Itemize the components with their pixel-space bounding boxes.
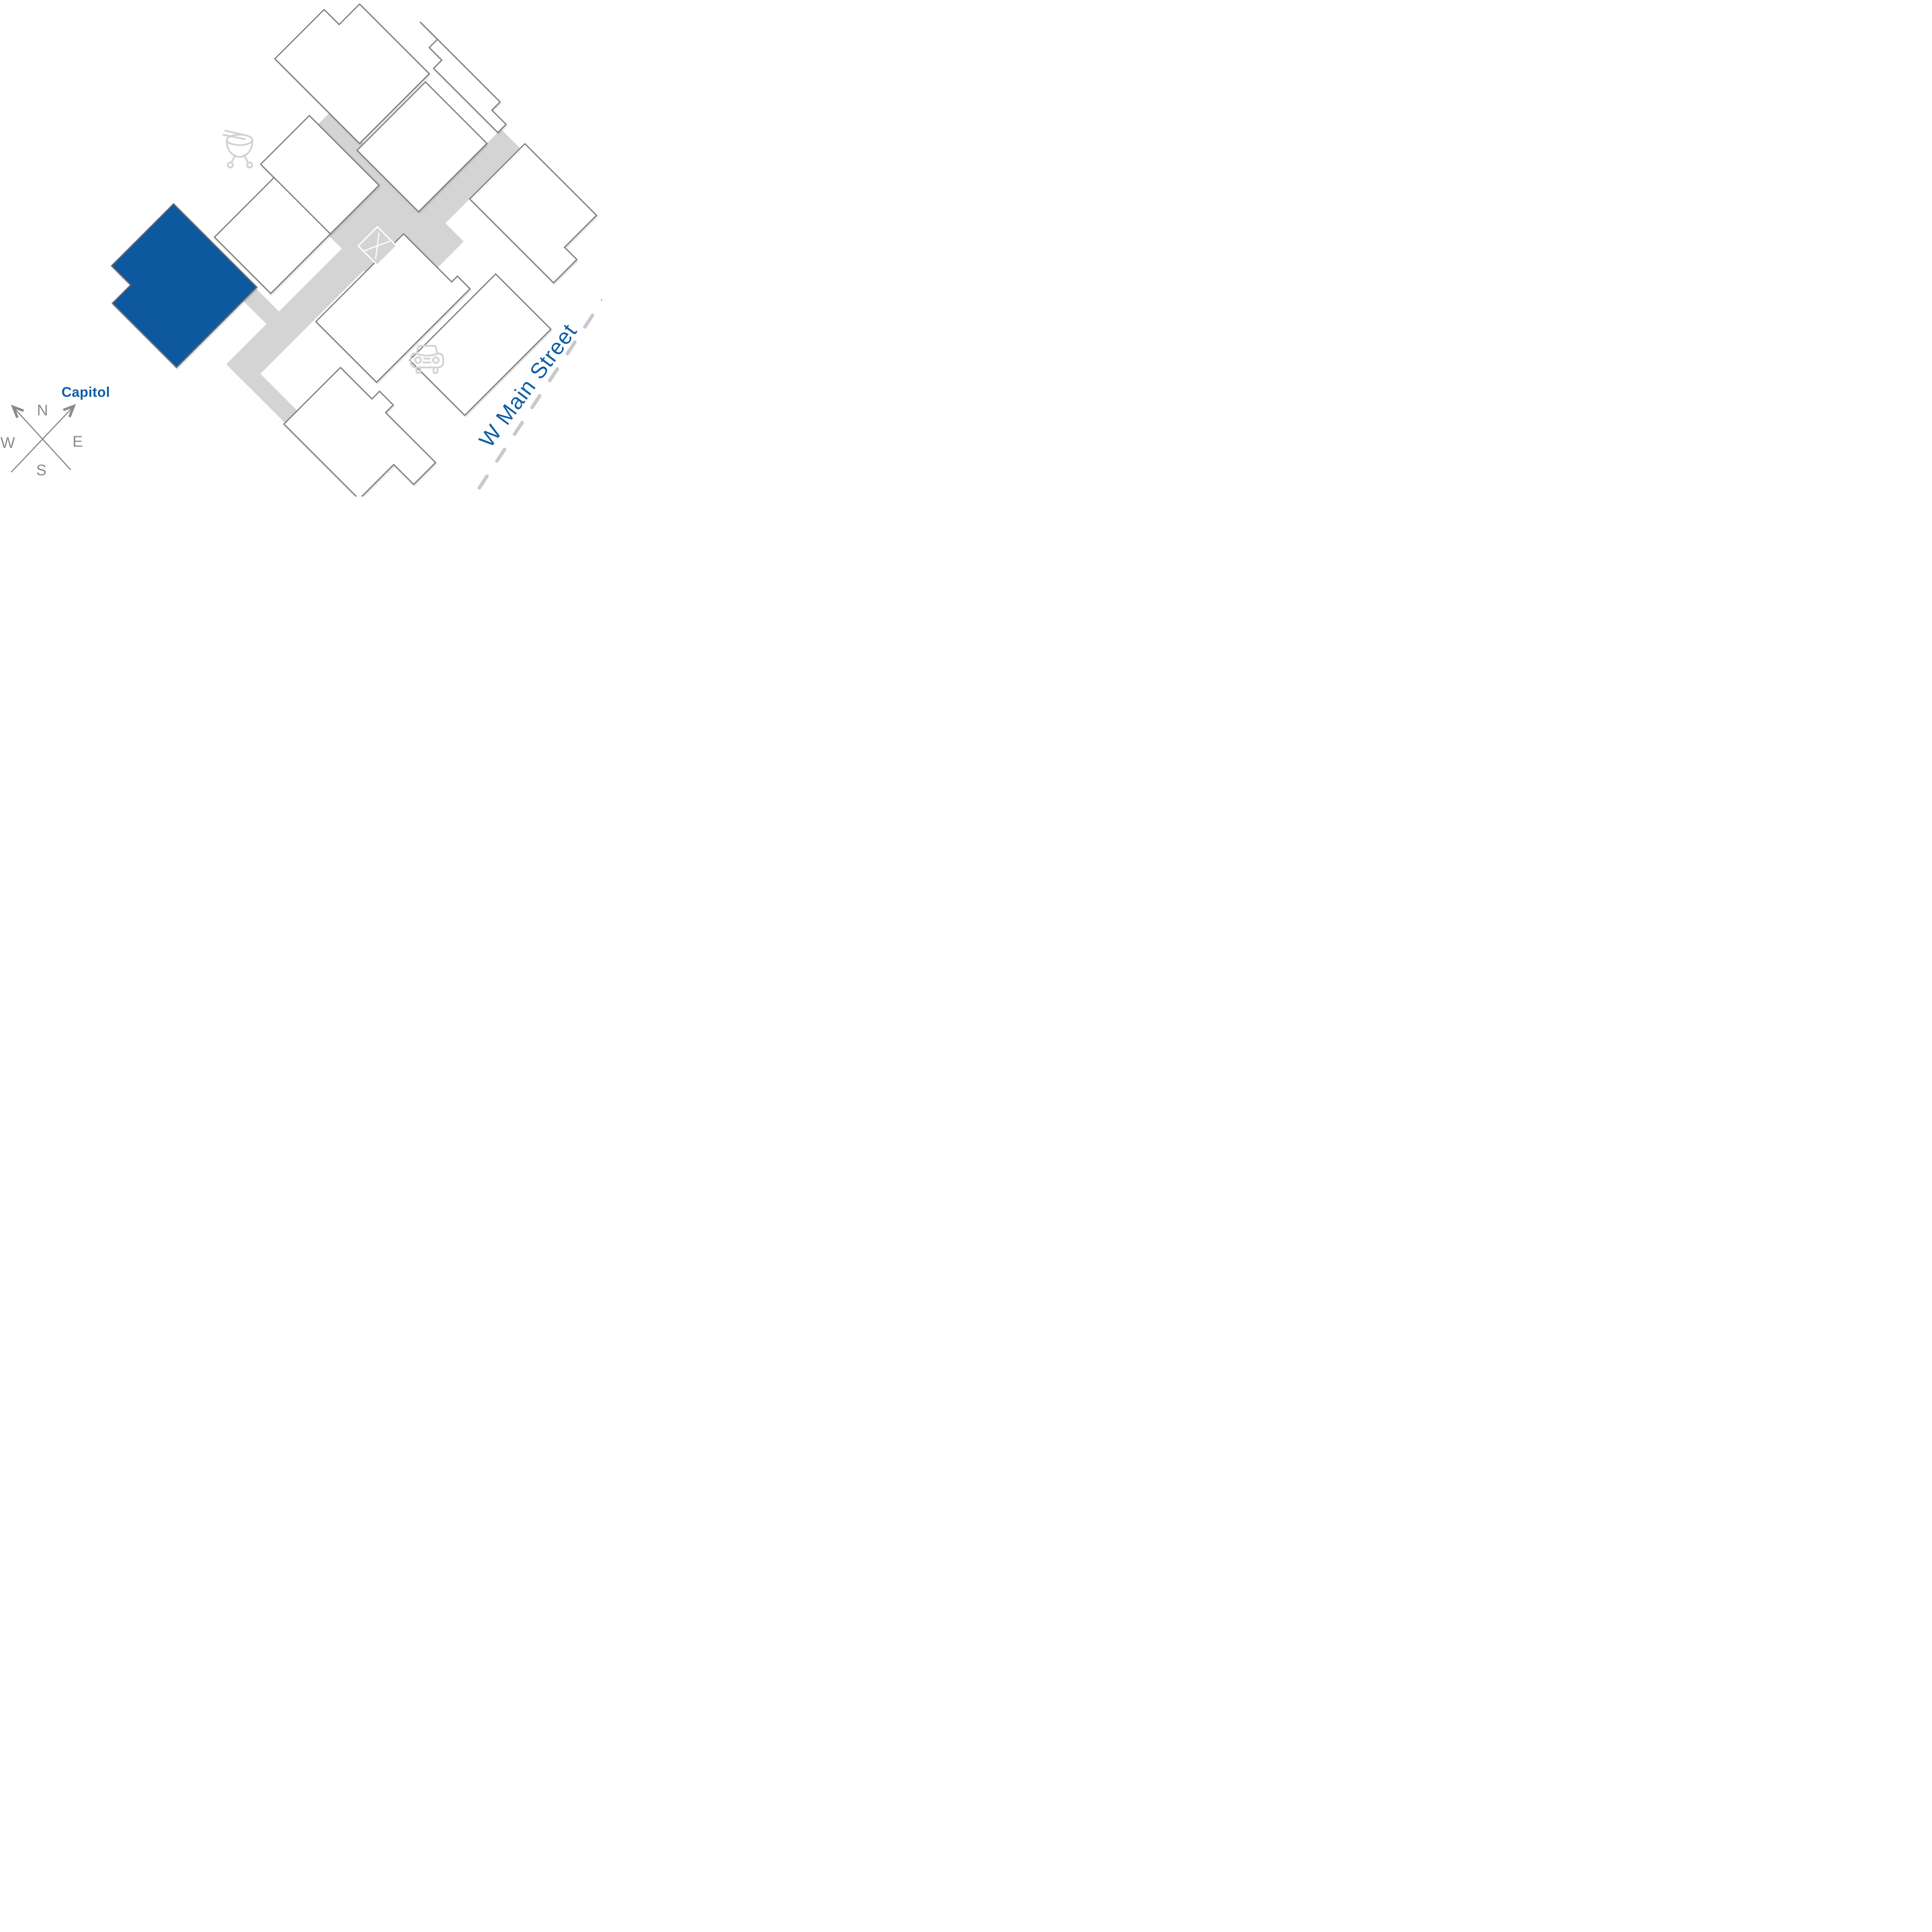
grill-tong-2 bbox=[224, 129, 248, 137]
car-headlight-left bbox=[414, 356, 422, 364]
grill-wheel-left bbox=[227, 162, 234, 168]
building-east bbox=[469, 143, 597, 284]
car-icon bbox=[410, 345, 444, 374]
compass-arrowhead-ne bbox=[63, 404, 76, 418]
x-marker-stroke-2 bbox=[364, 240, 390, 252]
compass-arrow-nw bbox=[12, 405, 71, 471]
compass-arrows-icon: N E S W bbox=[0, 402, 83, 479]
building-capitol-highlighted bbox=[111, 203, 258, 369]
car-body bbox=[410, 352, 444, 369]
building-south bbox=[283, 366, 437, 497]
compass-arrowhead-nw bbox=[11, 405, 24, 418]
grill-leg-right bbox=[243, 154, 249, 164]
street-dashed-line bbox=[471, 298, 602, 497]
car-windshield bbox=[415, 345, 439, 355]
walkway-northeast bbox=[412, 129, 520, 238]
capitol-label: Capitol bbox=[61, 384, 110, 400]
compass-letter-w: W bbox=[0, 434, 15, 451]
building-north bbox=[274, 3, 430, 145]
building-southeast bbox=[408, 273, 552, 416]
walkway-south bbox=[229, 354, 310, 435]
walkway-capitol-connector bbox=[243, 288, 290, 335]
car-headlight-right bbox=[432, 356, 440, 364]
building-center-south bbox=[315, 233, 471, 383]
building-center-north bbox=[356, 81, 488, 213]
compass-letter-n: N bbox=[37, 402, 48, 419]
grill-leg-left bbox=[230, 154, 236, 164]
bbq-grill-icon bbox=[222, 129, 253, 168]
car-wheel-right bbox=[432, 366, 439, 374]
site-plan-map: W Main Street N E S W Capitol bbox=[0, 0, 602, 497]
grill-wheel-right bbox=[246, 162, 253, 168]
compass-letter-e: E bbox=[73, 433, 83, 450]
car-hood-line bbox=[415, 352, 439, 357]
building-center-west-lower bbox=[213, 177, 332, 294]
x-marker-icon bbox=[357, 226, 398, 266]
car-wheel-left bbox=[415, 366, 422, 374]
grill-bowl bbox=[226, 140, 253, 158]
grill-tong-1 bbox=[222, 134, 246, 140]
compass-letter-s: S bbox=[36, 462, 47, 479]
building-northeast bbox=[419, 21, 507, 134]
